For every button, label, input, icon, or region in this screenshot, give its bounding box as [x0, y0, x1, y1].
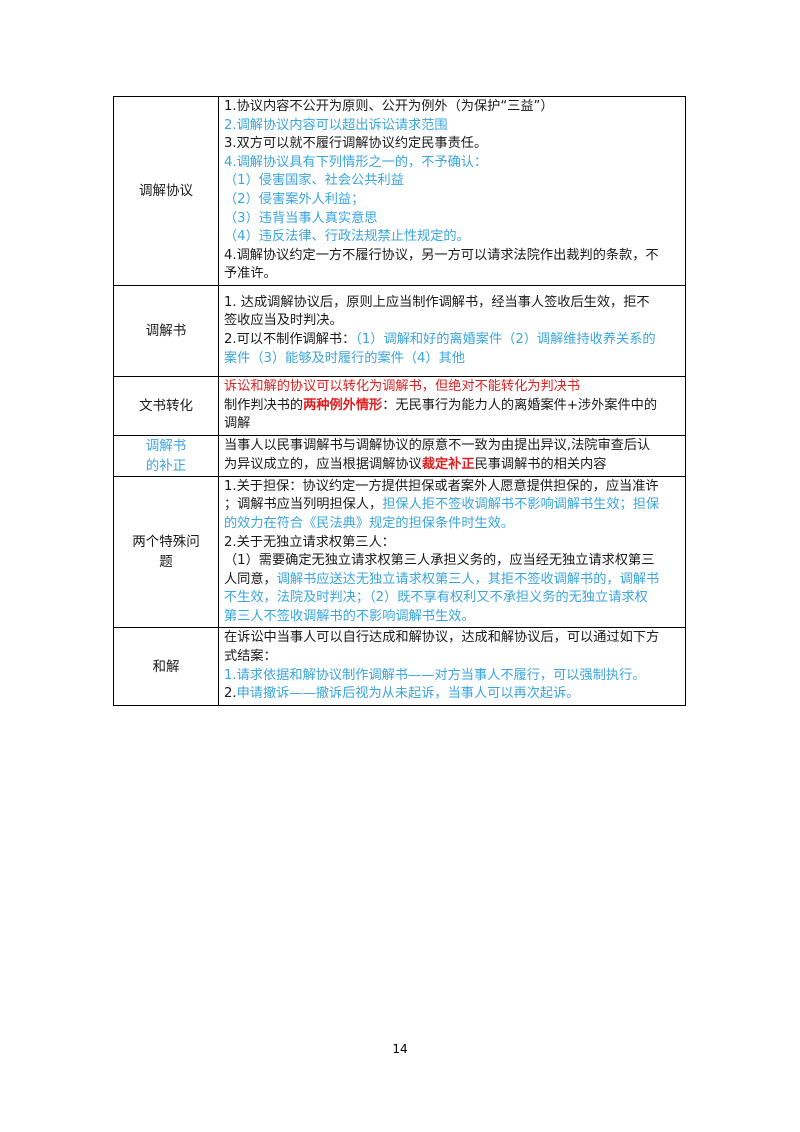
text-line: 调解书	[145, 437, 187, 454]
row-title-correction: 调解书 的补正	[113, 434, 219, 477]
row-content-settlement: 在诉讼中当事人可以自行达成和解协议，达成和解协议后，可以通过如下方 式结案： 1…	[218, 627, 686, 706]
text-line: 2.可以不制作调解书：（1）调解和好的离婚案件（2）调解维持收养关系的	[224, 331, 681, 350]
text-run-highlight: （1）调解和好的离婚案件（2）调解维持收养关系的	[355, 331, 656, 347]
row-title-mediation-agreement: 调解协议	[113, 96, 219, 286]
text-line: 题	[159, 554, 173, 571]
text-run-highlight: 担保人拒不签收调解书不影响调解书生效；担保	[382, 497, 660, 513]
row-title-settlement: 和解	[113, 627, 219, 706]
text-line: 两个特殊问	[132, 534, 200, 551]
text-line: 的效力在符合《民法典》规定的担保条件时生效。	[224, 515, 515, 531]
text-line: 4.调解协议具有下列情形之一的，不予确认：	[224, 154, 488, 170]
text-line: 人同意，调解书应送达无独立请求权第三人，其拒不签收调解书的，调解书	[224, 571, 681, 590]
row-mediation-agreement: 调解协议 1.协议内容不公开为原则、公开为例外（为保护“三益”） 2.调解协议内…	[113, 96, 686, 286]
text-line: 2.关于无独立请求权第三人：	[224, 534, 395, 550]
row-content-mediation-agreement: 1.协议内容不公开为原则、公开为例外（为保护“三益”） 2.调解协议内容可以超出…	[218, 96, 686, 286]
text-line: 当事人以民事调解书与调解协议的原意不一致为由提出异议,法院审查后认	[224, 438, 651, 454]
text-run: 人同意，	[224, 571, 277, 587]
text-line: （3）违背当事人真实意思	[224, 210, 378, 226]
text-run: 不生效，法院及时判决；	[224, 590, 370, 606]
notes-table: 调解协议 1.协议内容不公开为原则、公开为例外（为保护“三益”） 2.调解协议内…	[113, 96, 686, 706]
text-run-emphasis: 裁定补正	[421, 456, 475, 472]
row-document-conversion: 文书转化 诉讼和解的协议可以转化为调解书，但绝对不能转化为判决书 制作判决书的两…	[113, 375, 686, 436]
row-content-special-issues: 1.关于担保：协议约定一方提供担保或者案外人愿意提供担保的，应当准许 ；调解书应…	[218, 475, 686, 629]
text-line: 1.协议内容不公开为原则、公开为例外（为保护“三益”）	[224, 99, 554, 114]
row-special-issues: 两个特殊问 题 1.关于担保：协议约定一方提供担保或者案外人愿意提供担保的，应当…	[113, 475, 686, 629]
text-line: 予准许。	[224, 266, 277, 282]
text-line: 的补正	[145, 457, 187, 474]
row-content-mediation-document: 1. 达成调解协议后，原则上应当制作调解书，经当事人签收后生效，拒不 签收应当及…	[218, 284, 686, 377]
row-content-document-conversion: 诉讼和解的协议可以转化为调解书，但绝对不能转化为判决书 制作判决书的两种例外情形…	[218, 375, 686, 436]
text-run-highlight: 申请撤诉——撤诉后视为从未起诉，当事人可以再次起诉。	[236, 686, 580, 702]
text-line: 1.关于担保：协议约定一方提供担保或者案外人愿意提供担保的，应当准许	[224, 478, 659, 494]
row-title-document-conversion: 文书转化	[113, 375, 219, 436]
text-line: 为异议成立的，应当根据调解协议裁定补正民事调解书的相关内容	[224, 456, 681, 475]
text-line: （4）违反法律、行政法规禁止性规定的。	[224, 229, 470, 245]
text-line: 1. 达成调解协议后，原则上应当制作调解书，经当事人签收后生效，拒不	[224, 294, 650, 310]
text-run: 民事调解书的相关内容	[474, 456, 607, 472]
page-number: 14	[392, 1042, 408, 1056]
text-line: ；调解书应当列明担保人，担保人拒不签收调解书不影响调解书生效；担保	[224, 496, 681, 515]
text-line: 3.双方可以就不履行调解协议约定民事责任。	[224, 136, 488, 152]
text-line: 第三人不签收调解书的不影响调解书生效。	[224, 608, 475, 624]
text-line: 签收应当及时判决。	[224, 313, 343, 329]
text-run: 2.	[224, 686, 237, 702]
text-line: 2.申请撤诉——撤诉后视为从未起诉，当事人可以再次起诉。	[224, 685, 681, 704]
text-line: 在诉讼中当事人可以自行达成和解协议，达成和解协议后，可以通过如下方	[224, 630, 660, 646]
text-run: 制作判决书的	[224, 397, 304, 413]
text-line: 诉讼和解的协议可以转化为调解书，但绝对不能转化为判决书	[224, 378, 581, 394]
row-title-special-issues: 两个特殊问 题	[113, 475, 219, 629]
text-run-emphasis: 两种例外情形	[303, 397, 383, 413]
text-line: 制作判决书的两种例外情形：无民事行为能力人的离婚案件+涉外案件中的	[224, 397, 681, 416]
row-title-mediation-document: 调解书	[113, 284, 219, 377]
text-line: （1）需要确定无独立请求权第三人承担义务的，应当经无独立请求权第三	[224, 553, 655, 569]
row-content-correction: 当事人以民事调解书与调解协议的原意不一致为由提出异议,法院审查后认 为异议成立的…	[218, 434, 686, 477]
text-run: 2.可以不制作调解书：	[224, 331, 356, 347]
text-line: 2.调解协议内容可以超出诉讼请求范围	[224, 117, 448, 133]
text-line: （2）侵害案外人利益；	[224, 191, 365, 207]
text-run-highlight: 调解书应送达无独立请求权第三人，其拒不签收调解书的，调解书	[276, 571, 660, 587]
text-run: ：无民事行为能力人的离婚案件+涉外案件中的	[382, 397, 658, 413]
text-line: 调解	[224, 416, 251, 432]
row-correction: 调解书 的补正 当事人以民事调解书与调解协议的原意不一致为由提出异议,法院审查后…	[113, 434, 686, 477]
text-line: 式结案：	[224, 649, 277, 665]
text-line: 4.调解协议约定一方不履行协议，另一方可以请求法院作出裁判的条款，不	[224, 247, 659, 263]
text-line: （1）侵害国家、社会公共利益	[224, 173, 404, 189]
row-mediation-document: 调解书 1. 达成调解协议后，原则上应当制作调解书，经当事人签收后生效，拒不 签…	[113, 284, 686, 377]
text-run: 为异议成立的，应当根据调解协议	[224, 456, 422, 472]
text-line: 不生效，法院及时判决；（2）既不享有权利又不承担义务的无独立请求权	[224, 589, 681, 608]
row-settlement: 和解 在诉讼中当事人可以自行达成和解协议，达成和解协议后，可以通过如下方 式结案…	[113, 627, 686, 706]
text-run: ；调解书应当列明担保人，	[224, 497, 383, 513]
text-line: 1.请求依据和解协议制作调解书——对方当事人不履行，可以强制执行。	[224, 667, 646, 683]
text-line: 案件（3）能够及时履行的案件（4）其他	[224, 350, 465, 366]
text-run: （2）既不享有权利又不承担义务的无独立请求权	[369, 590, 648, 606]
